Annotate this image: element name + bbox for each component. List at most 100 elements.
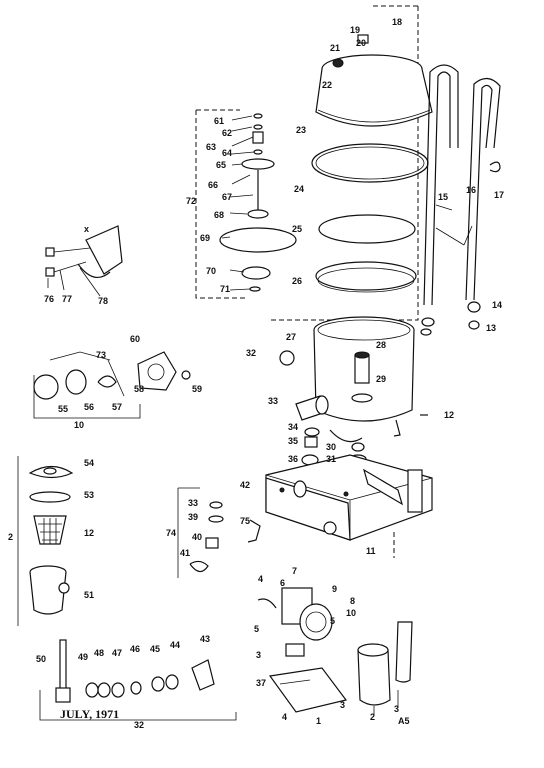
label-34: 34	[288, 422, 298, 432]
bracket-12	[393, 419, 401, 437]
bracket-10	[33, 351, 141, 419]
label-40: 40	[192, 532, 202, 542]
date-caption: JULY, 1971	[60, 707, 119, 721]
label-64: 64	[222, 148, 232, 158]
bracket-72	[195, 109, 248, 299]
filter-leaders	[221, 115, 255, 291]
label-63: 63	[206, 142, 216, 152]
label-1-bottom: 1	[316, 716, 321, 726]
label-26: 26	[292, 276, 302, 286]
label-4-bottom: 4	[282, 712, 287, 722]
label-42: 42	[240, 480, 250, 490]
label-49: 49	[78, 652, 88, 662]
base-housing	[265, 454, 433, 541]
label-19: 19	[350, 25, 360, 35]
label-22: 22	[322, 80, 332, 90]
label-9: 9	[332, 584, 337, 594]
motor-assembly	[257, 587, 333, 657]
valve-cluster-78	[45, 225, 123, 279]
label-12-left: 12	[84, 528, 94, 538]
label-55: 55	[58, 404, 68, 414]
label-2-left: 2	[8, 532, 13, 542]
label-39: 39	[188, 512, 198, 522]
label-56: 56	[84, 402, 94, 412]
label-12: 12	[444, 410, 454, 420]
label-71: 71	[220, 284, 230, 294]
valve-33	[295, 395, 329, 421]
pump-parts	[33, 351, 191, 400]
pump-cylinder-2	[357, 643, 391, 706]
label-51: 51	[84, 590, 94, 600]
label-31: 31	[326, 454, 336, 464]
label-33: 33	[188, 498, 198, 508]
label-58: 58	[134, 384, 144, 394]
frame-line-right	[268, 6, 419, 321]
label-44: 44	[170, 640, 180, 650]
leaders-76-78	[47, 267, 101, 297]
label-13: 13	[486, 323, 496, 333]
bottom-fittings	[39, 639, 237, 721]
label-5b: 5	[330, 616, 335, 626]
cover-lid	[315, 54, 433, 127]
label-8: 8	[350, 596, 355, 606]
gasket-ring-25	[318, 214, 416, 244]
tube-a5	[395, 621, 413, 683]
label-36: 36	[288, 454, 298, 464]
ring-26	[315, 261, 417, 293]
label-47: 47	[112, 648, 122, 658]
label-57: 57	[112, 402, 122, 412]
label-28: 28	[376, 340, 386, 350]
label-32-bottom: 32	[134, 720, 144, 730]
label-33-tank: 33	[268, 396, 278, 406]
label-11: 11	[366, 546, 376, 556]
label-61: 61	[214, 116, 224, 126]
label-23: 23	[296, 125, 306, 135]
fittings-13-14	[420, 301, 481, 336]
gauge-32	[279, 350, 295, 366]
label-3-right: 3	[394, 704, 399, 714]
label-6: 6	[280, 578, 285, 588]
mount-plate-37	[268, 667, 348, 713]
label-20: 20	[356, 38, 366, 48]
label-59: 59	[192, 384, 202, 394]
left-column-parts	[28, 465, 74, 615]
label-17: 17	[494, 190, 504, 200]
coil-tube-left	[423, 64, 459, 306]
label-45: 45	[150, 644, 160, 654]
label-75: 75	[240, 516, 250, 526]
filter-stack	[219, 113, 297, 292]
coil-tube-right	[465, 77, 501, 301]
label-46: 46	[130, 644, 140, 654]
label-2: 2	[370, 712, 375, 722]
label-53: 53	[84, 490, 94, 500]
label-small-text-a: x	[84, 224, 89, 234]
label-74: 74	[166, 528, 176, 538]
parts-33-41	[189, 501, 261, 573]
label-24: 24	[294, 184, 304, 194]
label-29: 29	[376, 374, 386, 384]
label-78: 78	[98, 296, 108, 306]
label-27: 27	[286, 332, 296, 342]
label-10-motor: 10	[346, 608, 356, 618]
label-77: 77	[62, 294, 72, 304]
label-65: 65	[216, 160, 226, 170]
label-68: 68	[214, 210, 224, 220]
label-16: 16	[466, 185, 476, 195]
label-72: 72	[186, 196, 196, 206]
label-32: 32	[246, 348, 256, 358]
label-67: 67	[222, 192, 232, 202]
label-7: 7	[292, 566, 297, 576]
clamp-17	[489, 161, 501, 173]
label-21: 21	[330, 43, 340, 53]
label-41: 41	[180, 548, 190, 558]
label-62: 62	[222, 128, 232, 138]
label-10: 10	[74, 420, 84, 430]
label-3: 3	[256, 650, 261, 660]
label-76: 76	[44, 294, 54, 304]
label-a5: A5	[398, 716, 410, 726]
leaders-2-3	[373, 690, 399, 716]
label-35: 35	[288, 436, 298, 446]
label-15: 15	[438, 192, 448, 202]
